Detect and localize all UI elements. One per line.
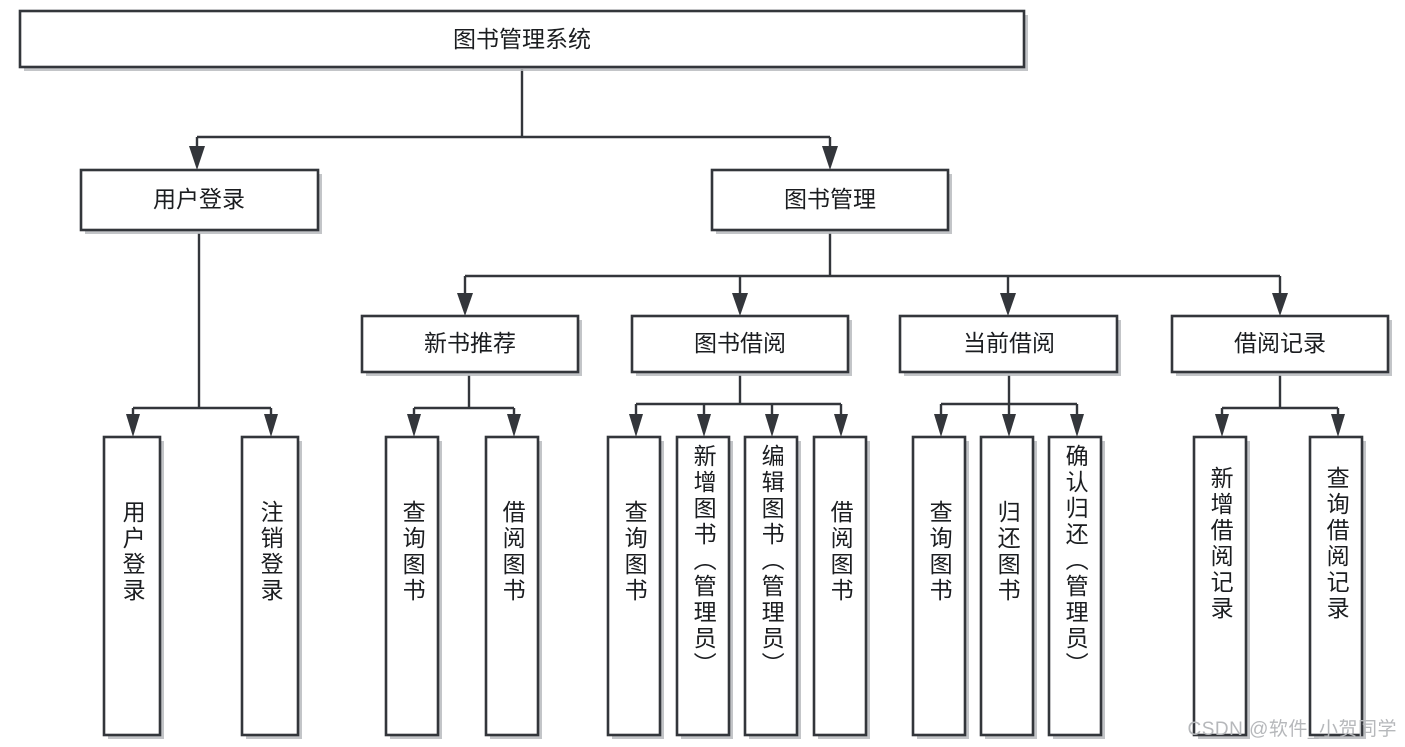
borrow-record-label: 借阅记录 xyxy=(1234,330,1326,356)
node-book-borrow[interactable]: 图书借阅 xyxy=(630,314,852,376)
arrow-to-login xyxy=(189,146,205,170)
arrow-to-record xyxy=(1272,293,1288,316)
leaf-bb3-box[interactable] xyxy=(743,435,799,737)
arrow-nb-leaf-2 xyxy=(507,414,521,437)
current-borrow-box[interactable] xyxy=(898,314,1119,374)
arrow-nb-leaf-1 xyxy=(407,414,421,437)
current-borrow-label: 当前借阅 xyxy=(963,330,1055,356)
leaf-node-borrow-book-nb[interactable] xyxy=(484,435,542,739)
user-login-box[interactable] xyxy=(79,168,320,232)
arrow-bb-leaf-1 xyxy=(629,414,643,437)
leaf-bb1-box[interactable] xyxy=(606,435,662,737)
user-login-label: 用户登录 xyxy=(153,186,245,212)
arrow-cb-leaf-1 xyxy=(934,414,948,437)
arrow-to-newbook xyxy=(457,293,473,316)
arrow-cb-leaf-2 xyxy=(1002,414,1016,437)
arrow-bb-leaf-4 xyxy=(834,414,848,437)
root-label: 图书管理系统 xyxy=(453,26,591,52)
arrow-cb-leaf-3 xyxy=(1070,414,1084,437)
arrow-bb-leaf-2 xyxy=(697,414,711,437)
arrow-to-borrow xyxy=(732,293,748,316)
arrow-bb-leaf-3 xyxy=(765,414,779,437)
book-management-box[interactable] xyxy=(710,168,950,232)
leaf-logout-box[interactable] xyxy=(240,435,300,737)
leaf-node-query-borrow-record[interactable] xyxy=(1308,435,1366,739)
arrow-rb-leaf-2 xyxy=(1331,414,1345,437)
node-user-login[interactable]: 用户登录 xyxy=(79,168,322,234)
leaf-bb2-box[interactable] xyxy=(675,435,731,737)
leaf-cb3-box[interactable] xyxy=(1047,435,1103,737)
leaf-user-login-box[interactable] xyxy=(102,435,162,737)
leaf-bb4-box[interactable] xyxy=(812,435,868,737)
new-book-box[interactable] xyxy=(360,314,580,374)
root-box[interactable] xyxy=(18,9,1026,69)
leaf-node-query-book-bb[interactable] xyxy=(606,435,664,739)
csdn-watermark: CSDN @软件_小贺同学 xyxy=(1187,719,1397,740)
leaf-node-add-book-admin[interactable] xyxy=(675,435,733,739)
node-root[interactable]: 图书管理系统 xyxy=(18,9,1028,71)
leaf-nb1-box[interactable] xyxy=(384,435,440,737)
leaf-node-edit-book-admin[interactable] xyxy=(743,435,801,739)
arrow-to-bookmgmt xyxy=(822,146,838,170)
leaf-node-return-book[interactable] xyxy=(979,435,1037,739)
new-book-label: 新书推荐 xyxy=(424,330,516,356)
leaf-cb1-box[interactable] xyxy=(911,435,967,737)
leaf-node-confirm-return-admin[interactable] xyxy=(1047,435,1105,739)
leaf-rb2-box[interactable] xyxy=(1308,435,1364,737)
leaf-node-user-login[interactable] xyxy=(102,435,164,739)
leaf-node-query-book-nb[interactable] xyxy=(384,435,442,739)
leaf-node-query-book-cb[interactable] xyxy=(911,435,969,739)
leaf-node-borrow-book-bb[interactable] xyxy=(812,435,870,739)
arrow-rb-leaf-1 xyxy=(1215,414,1229,437)
borrow-record-box[interactable] xyxy=(1170,314,1390,374)
node-new-book-recommend[interactable]: 新书推荐 xyxy=(360,314,582,376)
leaf-node-logout[interactable] xyxy=(240,435,302,739)
leaf-node-add-borrow-record[interactable] xyxy=(1192,435,1250,739)
book-borrow-box[interactable] xyxy=(630,314,850,374)
leaf-cb2-box[interactable] xyxy=(979,435,1035,737)
arrow-login-leaf-2 xyxy=(264,414,278,437)
node-current-borrow[interactable]: 当前借阅 xyxy=(898,314,1121,376)
node-book-management[interactable]: 图书管理 xyxy=(710,168,952,234)
arrow-login-leaf-1 xyxy=(126,414,140,437)
arrow-to-current xyxy=(1000,293,1016,316)
book-management-label: 图书管理 xyxy=(784,186,876,212)
book-borrow-label: 图书借阅 xyxy=(694,330,786,356)
leaf-nb2-box[interactable] xyxy=(484,435,540,737)
connector-group xyxy=(126,69,1345,437)
node-borrow-record[interactable]: 借阅记录 xyxy=(1170,314,1392,376)
leaf-rb1-box[interactable] xyxy=(1192,435,1248,737)
